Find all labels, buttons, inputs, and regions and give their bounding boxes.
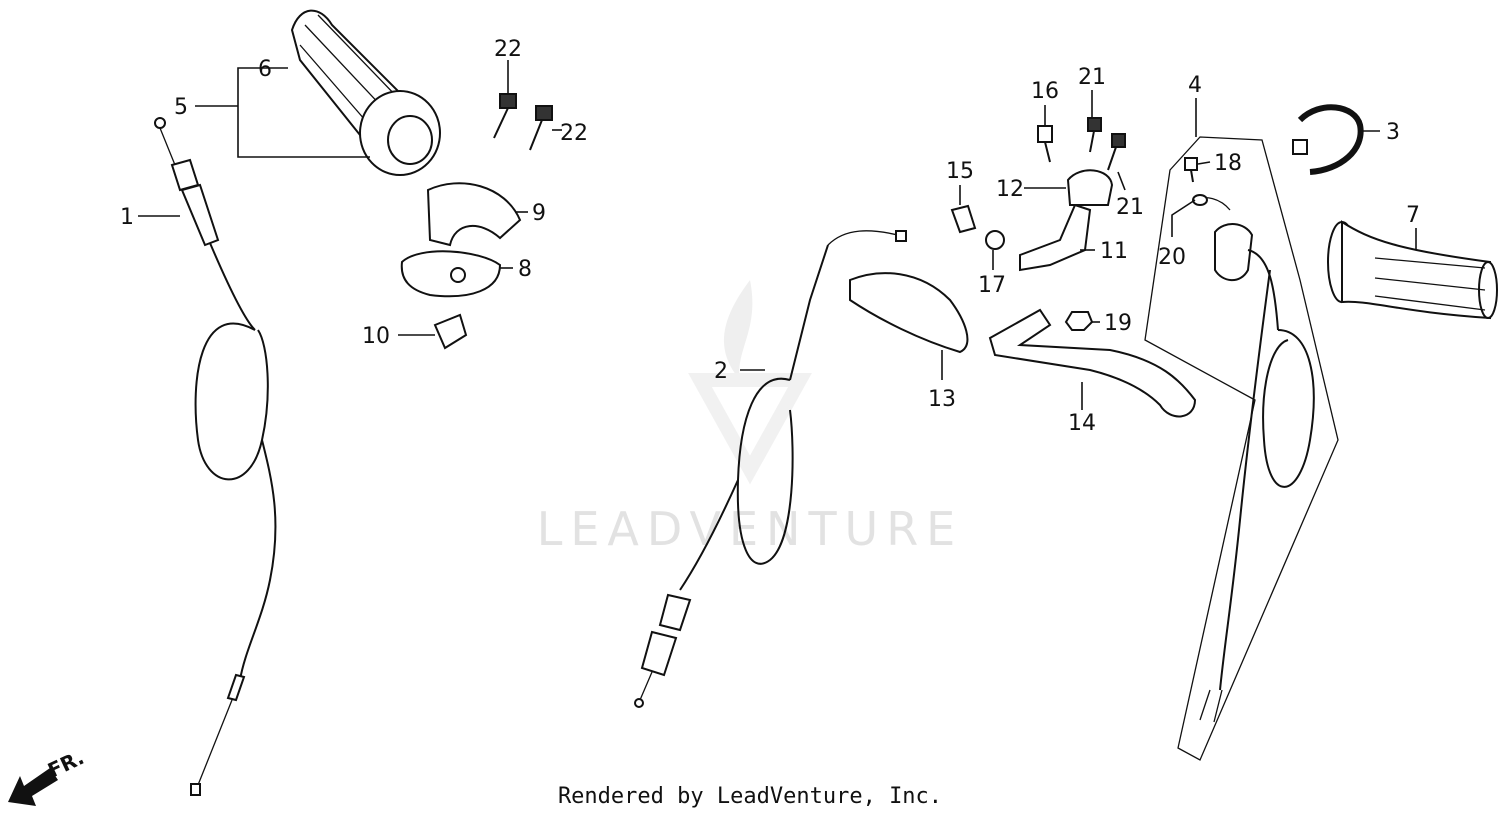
part-14-lever [988,308,1197,418]
callout-22-upper: 22 [494,37,522,62]
part-11-bracket [1019,203,1092,272]
callout-7: 7 [1406,203,1420,228]
callout-21-lower: 21 [1116,195,1144,220]
callout-9: 9 [532,201,546,226]
part-2-clutch-cable [634,230,907,708]
part-12-bracket-holder [1066,169,1114,206]
callout-5: 5 [174,95,188,120]
callout-14: 14 [1068,411,1096,436]
part-19-nut [1064,311,1094,331]
callout-21-upper: 21 [1078,65,1106,90]
leader-lines [138,60,1417,410]
part-3-band [1292,104,1364,175]
callout-1: 1 [120,205,134,230]
callout-15: 15 [946,159,974,184]
callout-6: 6 [258,57,272,82]
callout-22-lower: 22 [560,121,588,146]
part-6-throttle-grip [290,9,441,176]
part-9-housing-upper [426,182,522,247]
callout-4: 4 [1188,73,1202,98]
part-16-bolt [1037,125,1053,163]
part-7-grip [1327,220,1498,320]
callout-19: 19 [1104,311,1132,336]
part-17-nut [985,230,1005,250]
front-direction-label: FR. [44,745,88,782]
part-18-screw [1184,157,1198,183]
callout-2: 2 [714,359,728,384]
part-22-screw [493,93,553,151]
callout-18: 18 [1214,151,1242,176]
callout-20: 20 [1158,245,1186,270]
part-20-washer [1192,194,1208,206]
part-4-switch-harness [1144,136,1339,761]
callout-13: 13 [928,387,956,412]
watermark-text: LEADVENTURE [537,502,964,556]
part-15-bolt [950,204,977,234]
callout-16: 16 [1031,79,1059,104]
callout-11: 11 [1100,239,1128,264]
callout-3: 3 [1386,120,1400,145]
footer-credit: Rendered by LeadVenture, Inc. [557,784,943,809]
watermark: LEADVENTURE [537,280,964,556]
part-8-housing-lower [400,250,502,298]
callout-10: 10 [362,324,390,349]
part-10-clip [433,313,468,350]
callout-12: 12 [996,177,1024,202]
part-1-throttle-cable [154,117,277,796]
callout-labels: 1 2 3 4 5 6 7 8 9 10 11 12 13 14 15 16 1… [120,37,1420,436]
watermark-logo-icon [688,280,812,485]
part-13-lever-boot [849,272,969,354]
part-21-screw [1087,117,1126,171]
callout-8: 8 [518,257,532,282]
callout-17: 17 [978,273,1006,298]
